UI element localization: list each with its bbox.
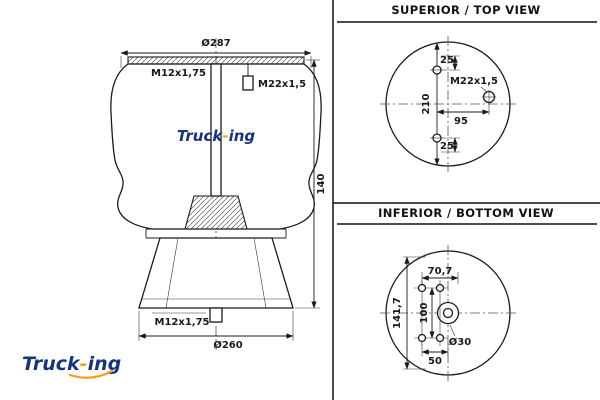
dim-center-hole: Ø30 <box>449 336 471 348</box>
bolt-hole <box>417 283 427 293</box>
brand-logo-text: Truck-ing <box>22 353 121 375</box>
watermark-part2: ing <box>229 127 256 145</box>
bottom-view-panel: INFERIOR / BOTTOM VIEW Ø30 70,7 141,7 10… <box>378 206 554 381</box>
dim-offset-top: 25 <box>440 55 454 66</box>
dim-port-offset: 95 <box>454 116 468 127</box>
brand-logo: Truck-ing <box>22 353 121 379</box>
dim-offset: 50 <box>428 356 442 367</box>
top-view-title: SUPERIOR / TOP VIEW <box>391 3 540 17</box>
logo-hyphen: - <box>80 353 88 375</box>
bolt-hole <box>435 283 445 293</box>
piston-outline <box>138 237 294 309</box>
dim-hole-spacing-y: 100 <box>419 303 430 324</box>
logo-part1: Truck <box>22 353 81 375</box>
dim-top-diameter: Ø287 <box>201 37 230 49</box>
top-stud-label: M12x1,75 <box>151 68 206 79</box>
bottom-stud-label: M12x1,75 <box>155 317 210 328</box>
main-section-view: Ø287 M12x1,75 M22x1,5 Truck-ing <box>22 37 327 379</box>
center-hole-inner <box>442 307 454 319</box>
top-view-panel: SUPERIOR / TOP VIEW 210 25 25 M22x1,5 95 <box>380 3 540 172</box>
logo-swoosh <box>68 369 114 379</box>
top-plate <box>127 56 305 65</box>
logo-part2: ing <box>88 353 122 375</box>
bottom-view-title: INFERIOR / BOTTOM VIEW <box>378 206 554 220</box>
bottom-stud <box>209 307 223 323</box>
dim-bolt-span: 210 <box>421 94 432 115</box>
dim-bottom-diameter: Ø260 <box>213 339 242 351</box>
watermark-part1: Truck <box>177 127 224 145</box>
dim-offset-bottom: 25 <box>440 141 454 152</box>
watermark-hyphen: - <box>222 127 228 145</box>
air-port-fitting <box>242 75 254 91</box>
bolt-hole <box>435 333 445 343</box>
rubber-bumper <box>184 195 248 230</box>
bolt-hole <box>417 333 427 343</box>
bellow-brand-watermark: Truck-ing <box>177 127 256 145</box>
air-port-label: M22x1,5 <box>258 79 306 90</box>
dim-height: 140 <box>316 174 327 195</box>
dim-overall-span: 141,7 <box>392 297 403 329</box>
dim-hole-spacing-x: 70,7 <box>428 266 453 277</box>
top-view-port-label: M22x1,5 <box>450 76 498 87</box>
panel-dividers <box>332 0 600 400</box>
